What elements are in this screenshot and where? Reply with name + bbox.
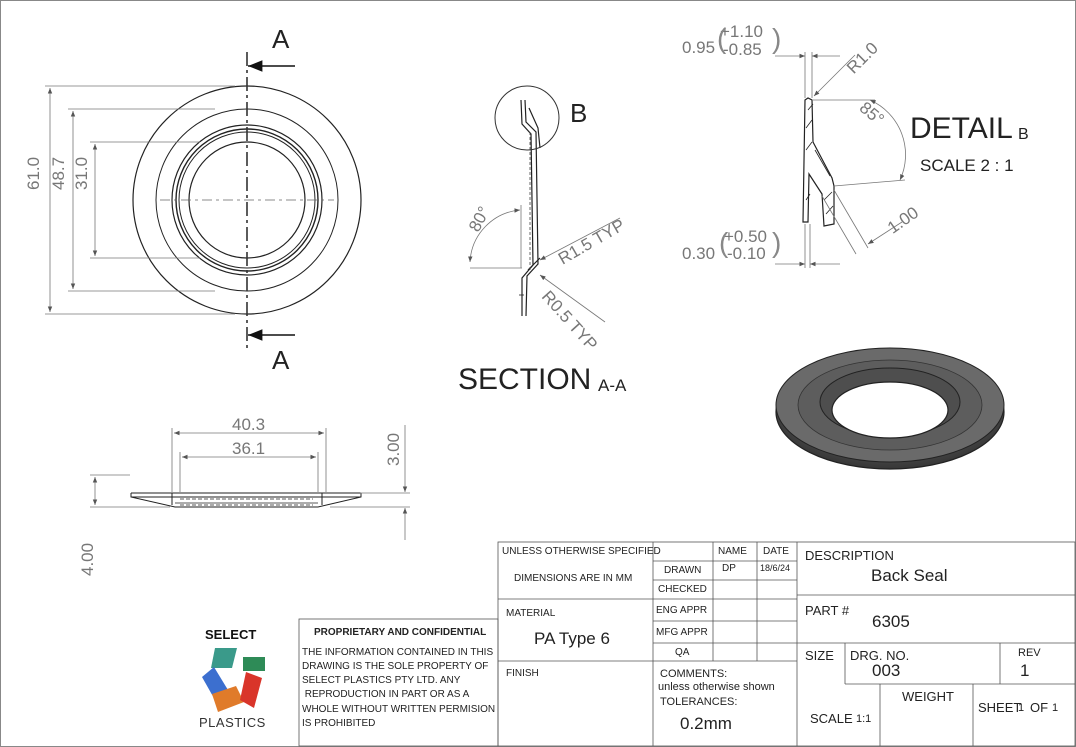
section-view xyxy=(494,85,560,317)
logo-shape-teal xyxy=(211,648,237,668)
detail-dimensions xyxy=(775,52,906,268)
side-view xyxy=(130,492,362,508)
section-dimensions xyxy=(468,205,621,323)
logo-shape-red xyxy=(240,672,262,708)
detail-view xyxy=(802,97,835,227)
front-dimensions xyxy=(45,85,235,315)
title-block-grid xyxy=(298,541,1076,747)
section-cut-arrows xyxy=(247,60,295,341)
logo-shape-green xyxy=(243,657,265,671)
iso-render xyxy=(775,347,1005,470)
side-dimensions xyxy=(90,425,410,540)
logo-shape-orange xyxy=(212,686,244,712)
select-plastics-logo xyxy=(202,648,265,712)
front-view xyxy=(132,52,362,348)
